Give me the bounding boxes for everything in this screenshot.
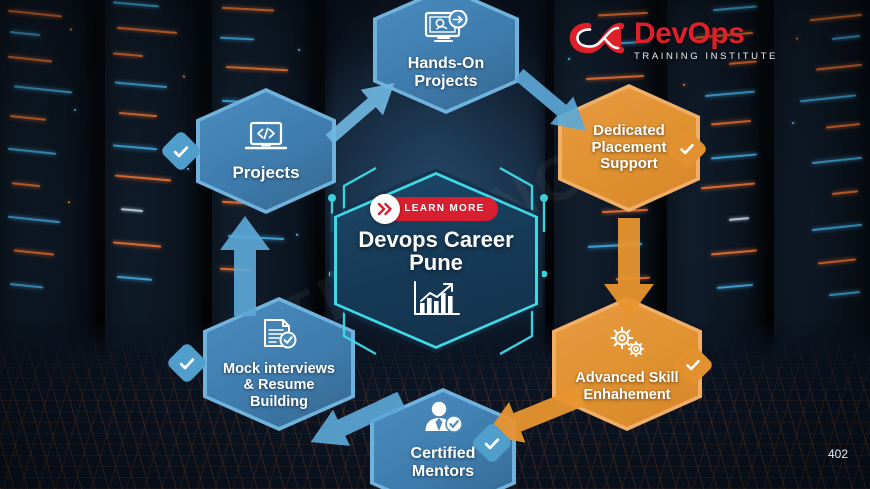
arrow-mock-interviews-to-projects bbox=[220, 216, 270, 316]
desktop-monitor-search-icon bbox=[423, 9, 469, 49]
node-label: Projects bbox=[414, 72, 478, 90]
gears-cogs-icon bbox=[605, 325, 649, 364]
node-projects[interactable]: Projects bbox=[196, 88, 336, 214]
node-label: Certified bbox=[410, 445, 476, 462]
logo-name: DevOps bbox=[634, 17, 745, 51]
person-verified-icon bbox=[421, 400, 465, 439]
double-chevron-right-icon bbox=[370, 193, 401, 224]
logo-tagline: TRAINING INSTITUTE bbox=[634, 51, 778, 63]
node-label: Projects bbox=[232, 162, 300, 182]
node-label: Support bbox=[600, 155, 658, 173]
learn-more-button[interactable]: LEARN MORE bbox=[370, 193, 498, 224]
learn-more-label: LEARN MORE bbox=[404, 203, 485, 215]
center-title-line1: Devops Career bbox=[358, 226, 514, 252]
bar-chart-growth-icon bbox=[410, 279, 462, 324]
infinity-loop-icon bbox=[568, 16, 626, 65]
arrow-projects-to-hands-on bbox=[325, 82, 395, 144]
page-number: 402 bbox=[827, 447, 848, 461]
node-mock-interviews-resume-building[interactable]: Mock interviews & Resume Building bbox=[203, 297, 355, 431]
center-hexagon-card[interactable]: LEARN MORE Devops Career Pune bbox=[330, 168, 542, 353]
node-label: Mentors bbox=[411, 462, 475, 480]
laptop-code-icon bbox=[244, 120, 288, 157]
center-title-line2: Pune bbox=[409, 250, 463, 275]
node-hands-on-projects[interactable]: Hands-On Projects bbox=[373, 0, 519, 114]
node-label: Hands-On bbox=[407, 54, 485, 72]
arrow-hands-on-to-placement bbox=[514, 68, 587, 131]
arrow-placement-to-advanced-skill bbox=[604, 218, 654, 318]
node-label: Mock interviews bbox=[222, 361, 335, 378]
arrow-mentors-to-mock-interviews bbox=[310, 391, 406, 446]
brand-logo[interactable]: DevOps TRAINING INSTITUTE bbox=[568, 16, 778, 65]
